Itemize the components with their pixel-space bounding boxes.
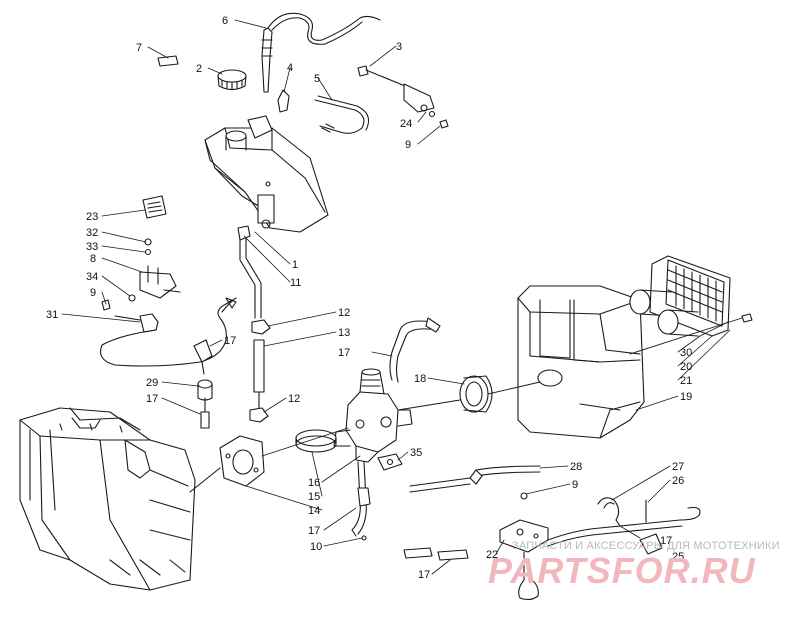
callout-9-left: 9 bbox=[90, 287, 96, 299]
engine-block bbox=[19, 407, 196, 591]
callout-17-filter: 17 bbox=[146, 393, 158, 405]
callout-19: 19 bbox=[680, 391, 692, 403]
callout-26: 26 bbox=[672, 475, 684, 487]
callout-11: 11 bbox=[290, 277, 301, 289]
callout-5: 5 bbox=[314, 73, 320, 85]
callout-20: 20 bbox=[680, 361, 692, 373]
callout-17-center: 17 bbox=[338, 347, 350, 359]
callout-12-lower: 12 bbox=[288, 393, 300, 405]
fuel-hose-loop-left bbox=[100, 297, 237, 367]
leader-lines bbox=[61, 19, 731, 575]
callout-14: 14 bbox=[308, 505, 320, 517]
callout-27: 27 bbox=[672, 461, 684, 473]
callout-7: 7 bbox=[136, 42, 142, 54]
callout-32: 32 bbox=[86, 227, 98, 239]
callout-17-left: 17 bbox=[224, 335, 236, 347]
callout-28: 28 bbox=[570, 461, 582, 473]
callout-12-upper: 12 bbox=[338, 307, 350, 319]
callout-4: 4 bbox=[287, 62, 293, 74]
decal bbox=[157, 55, 179, 67]
mounting-hardware-top bbox=[357, 65, 449, 129]
watermark-tagline: ЗАПЧАСТИ И АКСЕССУАРЫ ДЛЯ МОТОТЕХНИКИ bbox=[512, 540, 780, 552]
callout-9-top: 9 bbox=[405, 139, 411, 151]
callout-24: 24 bbox=[400, 118, 412, 130]
tank-outlet-fitting bbox=[237, 225, 262, 319]
callout-9-pump: 9 bbox=[572, 479, 578, 491]
air-silencer-box bbox=[517, 285, 645, 439]
intake-clamp bbox=[295, 429, 337, 453]
callout-2: 2 bbox=[196, 63, 202, 75]
callout-34: 34 bbox=[86, 271, 98, 283]
callout-29: 29 bbox=[146, 377, 158, 389]
callout-17-right: 17 bbox=[660, 535, 672, 547]
carburetor bbox=[333, 368, 413, 463]
intake-screen bbox=[629, 255, 753, 337]
oil-level-sender bbox=[261, 12, 381, 93]
callout-labels: 6 7 2 4 5 3 24 9 23 32 33 8 34 9 31 1 11… bbox=[46, 15, 692, 581]
callout-16: 16 bbox=[308, 477, 320, 489]
callout-22: 22 bbox=[486, 549, 498, 561]
filler-cap bbox=[217, 69, 247, 91]
watermark-brand: PARTSFOR.RU bbox=[488, 550, 756, 591]
callout-31: 31 bbox=[46, 309, 58, 321]
callout-21: 21 bbox=[680, 375, 692, 387]
oil-tank bbox=[204, 115, 329, 233]
intake-flange bbox=[219, 435, 265, 487]
fuel-line-center bbox=[249, 319, 271, 423]
callout-3: 3 bbox=[396, 41, 402, 53]
fuel-pump-assembly bbox=[403, 465, 701, 601]
vent-hose bbox=[277, 89, 370, 134]
callout-23: 23 bbox=[86, 211, 98, 223]
left-bracket-assembly bbox=[101, 195, 181, 333]
callout-17-drain: 17 bbox=[308, 525, 320, 537]
callout-17-bottom: 17 bbox=[418, 569, 430, 581]
carb-fitting bbox=[377, 453, 403, 471]
fuel-filter bbox=[197, 361, 213, 429]
callout-15: 15 bbox=[308, 491, 320, 503]
hose-upper-carb bbox=[389, 317, 441, 383]
callout-1: 1 bbox=[292, 259, 298, 271]
callout-13: 13 bbox=[338, 327, 350, 339]
callout-6: 6 bbox=[222, 15, 228, 27]
carb-drain-hose bbox=[351, 461, 371, 541]
callout-25: 25 bbox=[672, 551, 684, 563]
callout-33: 33 bbox=[86, 241, 98, 253]
callout-10: 10 bbox=[310, 541, 322, 553]
callout-35: 35 bbox=[410, 447, 422, 459]
callout-8: 8 bbox=[90, 253, 96, 265]
intake-boot bbox=[459, 375, 493, 413]
callout-18: 18 bbox=[414, 373, 426, 385]
callout-30: 30 bbox=[680, 347, 692, 359]
